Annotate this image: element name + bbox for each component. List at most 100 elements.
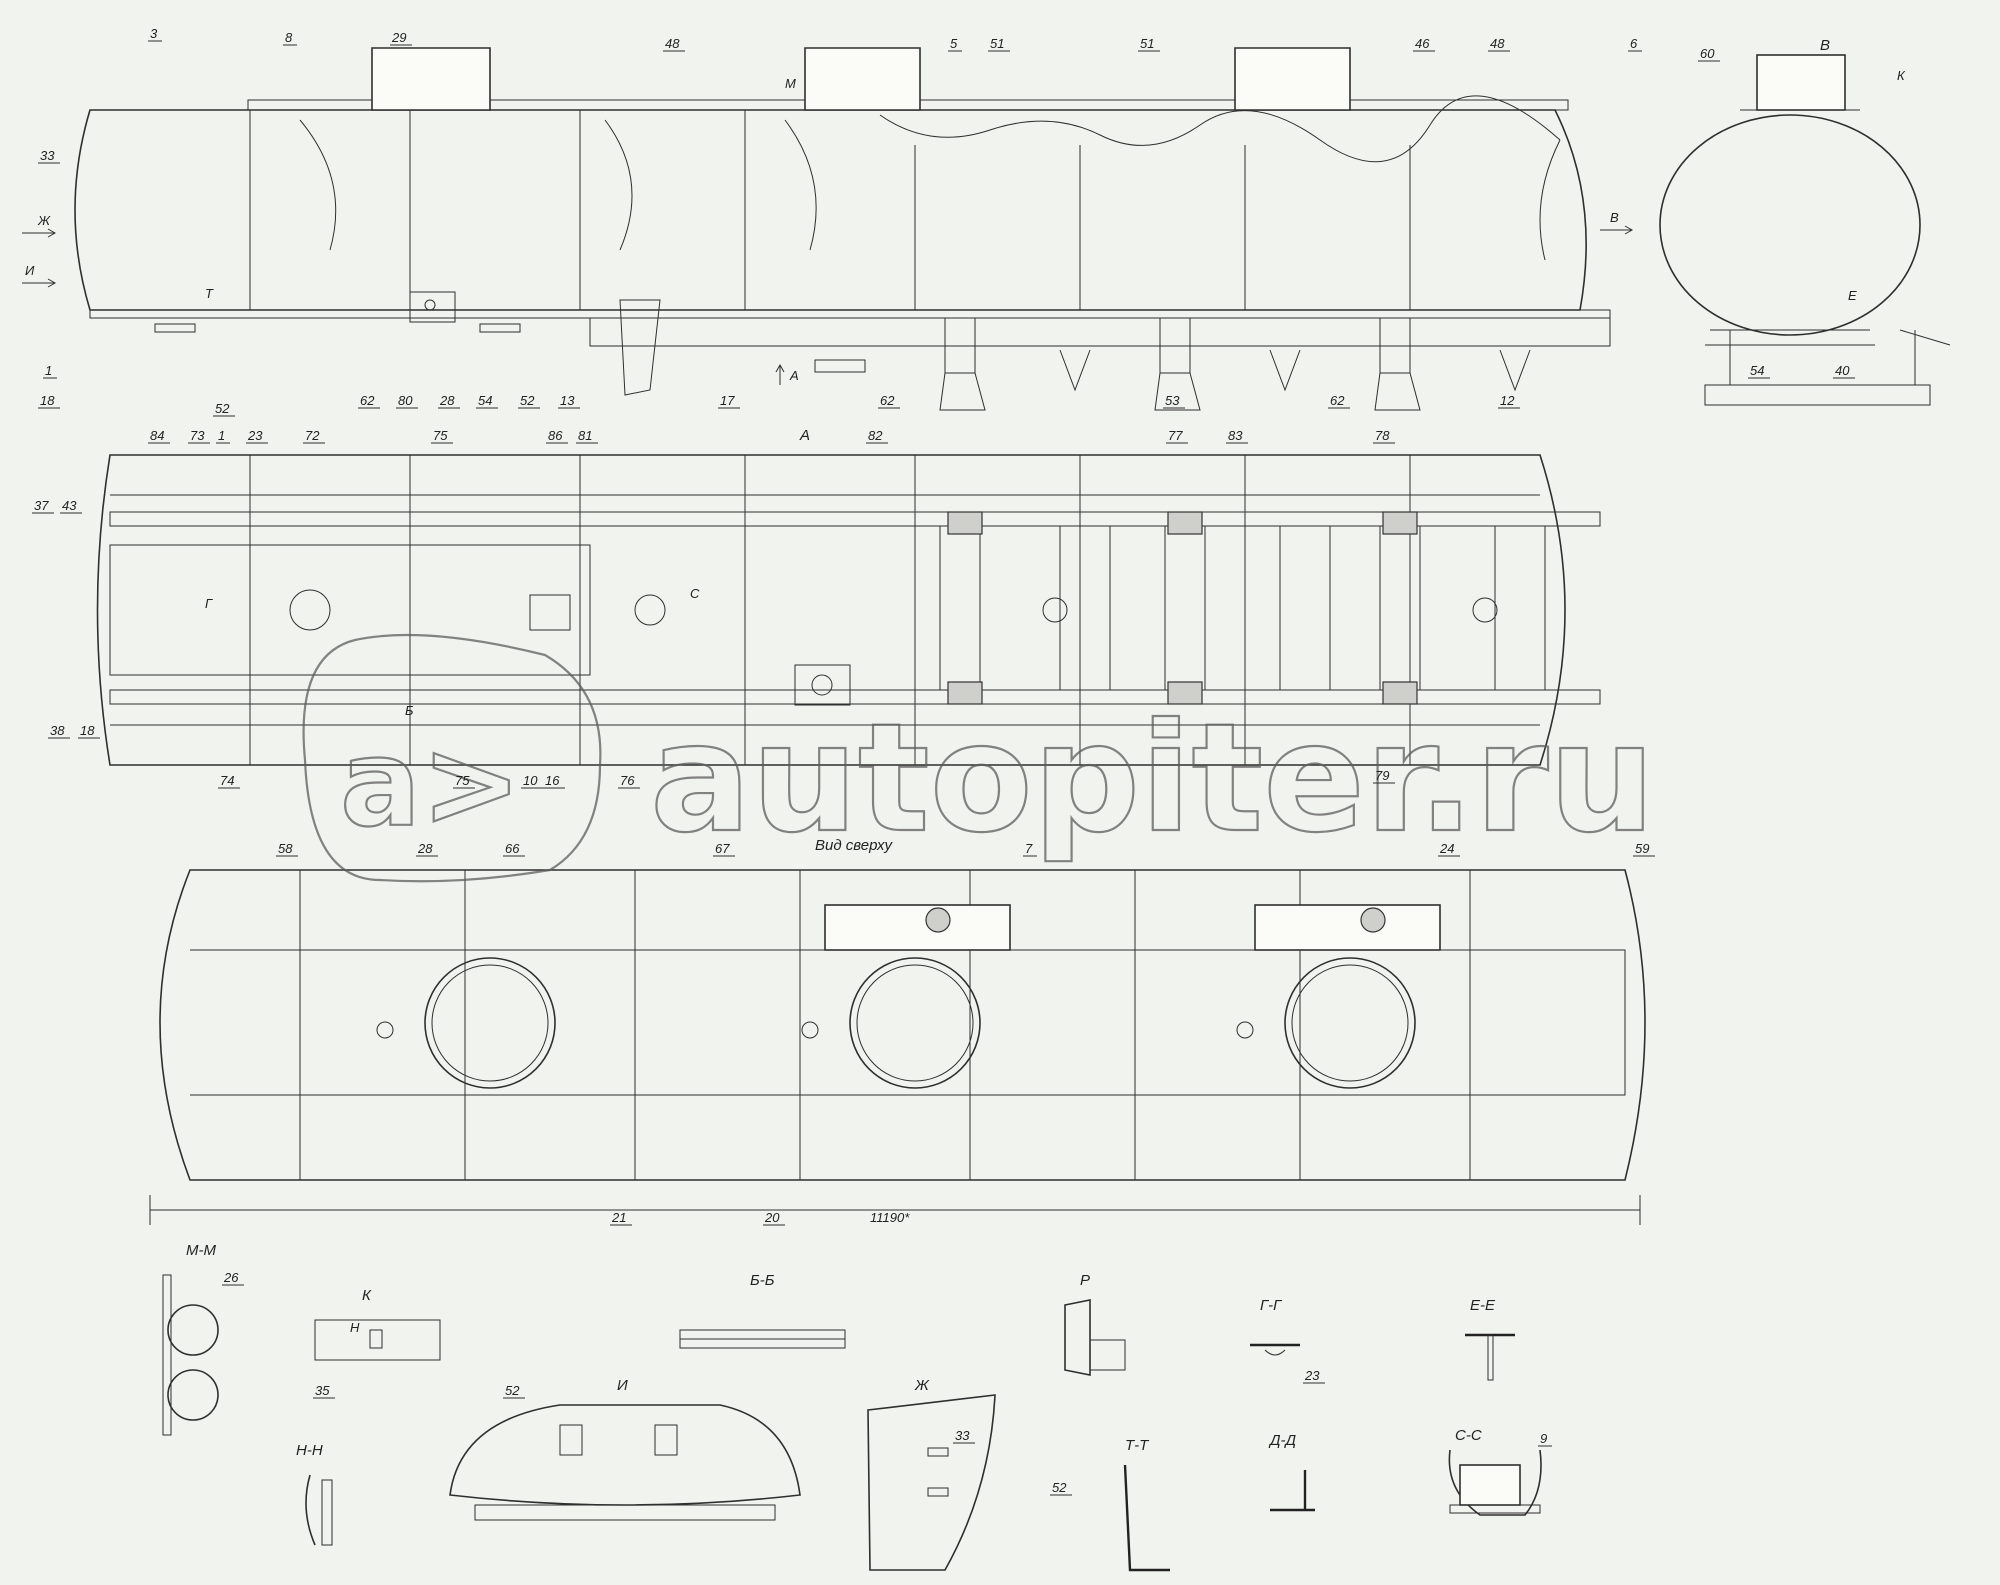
- caption-view-zh: Ж: [914, 1377, 930, 1394]
- caption-view-top: Вид сверху: [815, 837, 893, 854]
- caption-section-nn: Н-Н: [296, 1442, 323, 1459]
- top-view: [149, 869, 1646, 1225]
- caption-section-cc: С-С: [1455, 1427, 1482, 1444]
- plan-view-callout: 18: [80, 723, 95, 738]
- side-view-callout: 29: [391, 30, 406, 45]
- side-view-callout: 52: [215, 401, 230, 416]
- plan-view-callout: 79: [1375, 768, 1389, 783]
- caption-section-mm: М-М: [186, 1242, 216, 1259]
- plan-view-callout: 84: [150, 428, 164, 443]
- arrow-label-b: Б: [405, 703, 414, 718]
- caption-section-ee: Е-Е: [1470, 1297, 1496, 1314]
- plan-view-callout: 37: [34, 498, 49, 513]
- watermark: a> autopiter.ru: [302, 633, 1656, 883]
- arrow-label-v: В: [1610, 210, 1619, 225]
- arrow-label-k: К: [1897, 68, 1906, 83]
- top-view-callout: 24: [1439, 841, 1454, 856]
- side-view-callout: 62: [1330, 393, 1345, 408]
- side-view-callout: 53: [1165, 393, 1180, 408]
- side-view-callout: 13: [560, 393, 575, 408]
- arrow-label-g: Г: [205, 596, 213, 611]
- detail-callout: 9: [1540, 1431, 1547, 1446]
- side-view-callout: 62: [360, 393, 375, 408]
- end-view-callout: 60: [1700, 46, 1715, 61]
- side-view-callout: 1: [45, 363, 52, 378]
- side-view-callout: 5: [950, 36, 958, 51]
- plan-view-callout: 10: [523, 773, 538, 788]
- side-view-callout: 48: [1490, 36, 1505, 51]
- plan-view-callout: 75: [455, 773, 470, 788]
- side-view-callout: 51: [990, 36, 1004, 51]
- plan-view-callout: 23: [247, 428, 263, 443]
- top-view-callout: 28: [417, 841, 433, 856]
- top-view-callout: 59: [1635, 841, 1649, 856]
- arrow-label-i: И: [25, 263, 35, 278]
- detail-callout: 35: [315, 1383, 330, 1398]
- side-view-callout: 28: [439, 393, 455, 408]
- plan-view-callout: 86: [548, 428, 563, 443]
- detail-callout: 26: [223, 1270, 239, 1285]
- detail-callout: 52: [1052, 1480, 1067, 1495]
- caption-view-i: И: [617, 1377, 628, 1394]
- caption-view-a: А: [799, 427, 810, 444]
- caption-section-dd: Д-Д: [1268, 1432, 1297, 1449]
- plan-view-callout: 74: [220, 773, 234, 788]
- plan-view-callout: 77: [1168, 428, 1183, 443]
- plan-view-callout: 1: [218, 428, 225, 443]
- arrow-label-t: Т: [205, 286, 214, 301]
- arrow-label-e: Е: [1848, 288, 1857, 303]
- top-view-callout: 20: [764, 1210, 780, 1225]
- caption-view-r: Р: [1080, 1272, 1090, 1289]
- detail-callout: 23: [1304, 1368, 1320, 1383]
- side-view-callout: 18: [40, 393, 55, 408]
- plan-view-callout: 75: [433, 428, 448, 443]
- plan-view-callout: 82: [868, 428, 883, 443]
- caption-section-gg: Г-Г: [1260, 1297, 1283, 1314]
- side-view-callout: 62: [880, 393, 895, 408]
- end-view-callout: 40: [1835, 363, 1850, 378]
- side-view-callout: 6: [1630, 36, 1638, 51]
- plan-view-callout: 72: [305, 428, 320, 443]
- side-view-callout: 80: [398, 393, 413, 408]
- details: [162, 1274, 1542, 1572]
- plan-view-callout: 81: [578, 428, 592, 443]
- top-view-callout: 58: [278, 841, 293, 856]
- top-view-callout: 67: [715, 841, 730, 856]
- side-view: [74, 47, 1611, 411]
- caption-section-bb: Б-Б: [750, 1272, 775, 1289]
- captions: Вид сверху А В К Р И Ж М-М Н-Н Б-Б Г-Г Е…: [186, 37, 1830, 1459]
- plan-view-callout: 78: [1375, 428, 1390, 443]
- top-view-callout: 21: [611, 1210, 626, 1225]
- end-view-b: [1659, 54, 1951, 406]
- side-view-callout: 54: [478, 393, 492, 408]
- caption-section-tt: Т-Т: [1125, 1437, 1150, 1454]
- side-view-callout: 52: [520, 393, 535, 408]
- plan-view-callout: 43: [62, 498, 77, 513]
- plan-view-callout: 16: [545, 773, 560, 788]
- watermark-logo-glyph: a>: [340, 715, 522, 854]
- watermark-logo-icon: [302, 633, 602, 883]
- plan-view-callout: 83: [1228, 428, 1243, 443]
- side-view-callout: 12: [1500, 393, 1515, 408]
- side-view-callout: 33: [40, 148, 55, 163]
- arrow-label-n: Н: [350, 1320, 360, 1335]
- top-view-callout: 7: [1025, 841, 1033, 856]
- plan-view-callout: 73: [190, 428, 205, 443]
- caption-view-v: В: [1820, 37, 1830, 54]
- arrow-label-m: М: [785, 76, 796, 91]
- end-view-callout: 54: [1750, 363, 1764, 378]
- side-view-callout: 51: [1140, 36, 1154, 51]
- end-view-callouts: 60 54 40: [1698, 46, 1855, 379]
- plan-view-callout: 76: [620, 773, 635, 788]
- side-view-callout: 48: [665, 36, 680, 51]
- overall-length-dimension: 11190*: [870, 1210, 910, 1225]
- arrow-label-c: С: [690, 586, 700, 601]
- plan-view-a: [96, 454, 1601, 766]
- section-arrows: Ж И В А К М Т Г Е С Б Н: [22, 68, 1906, 1335]
- side-view-callout: 3: [150, 26, 158, 41]
